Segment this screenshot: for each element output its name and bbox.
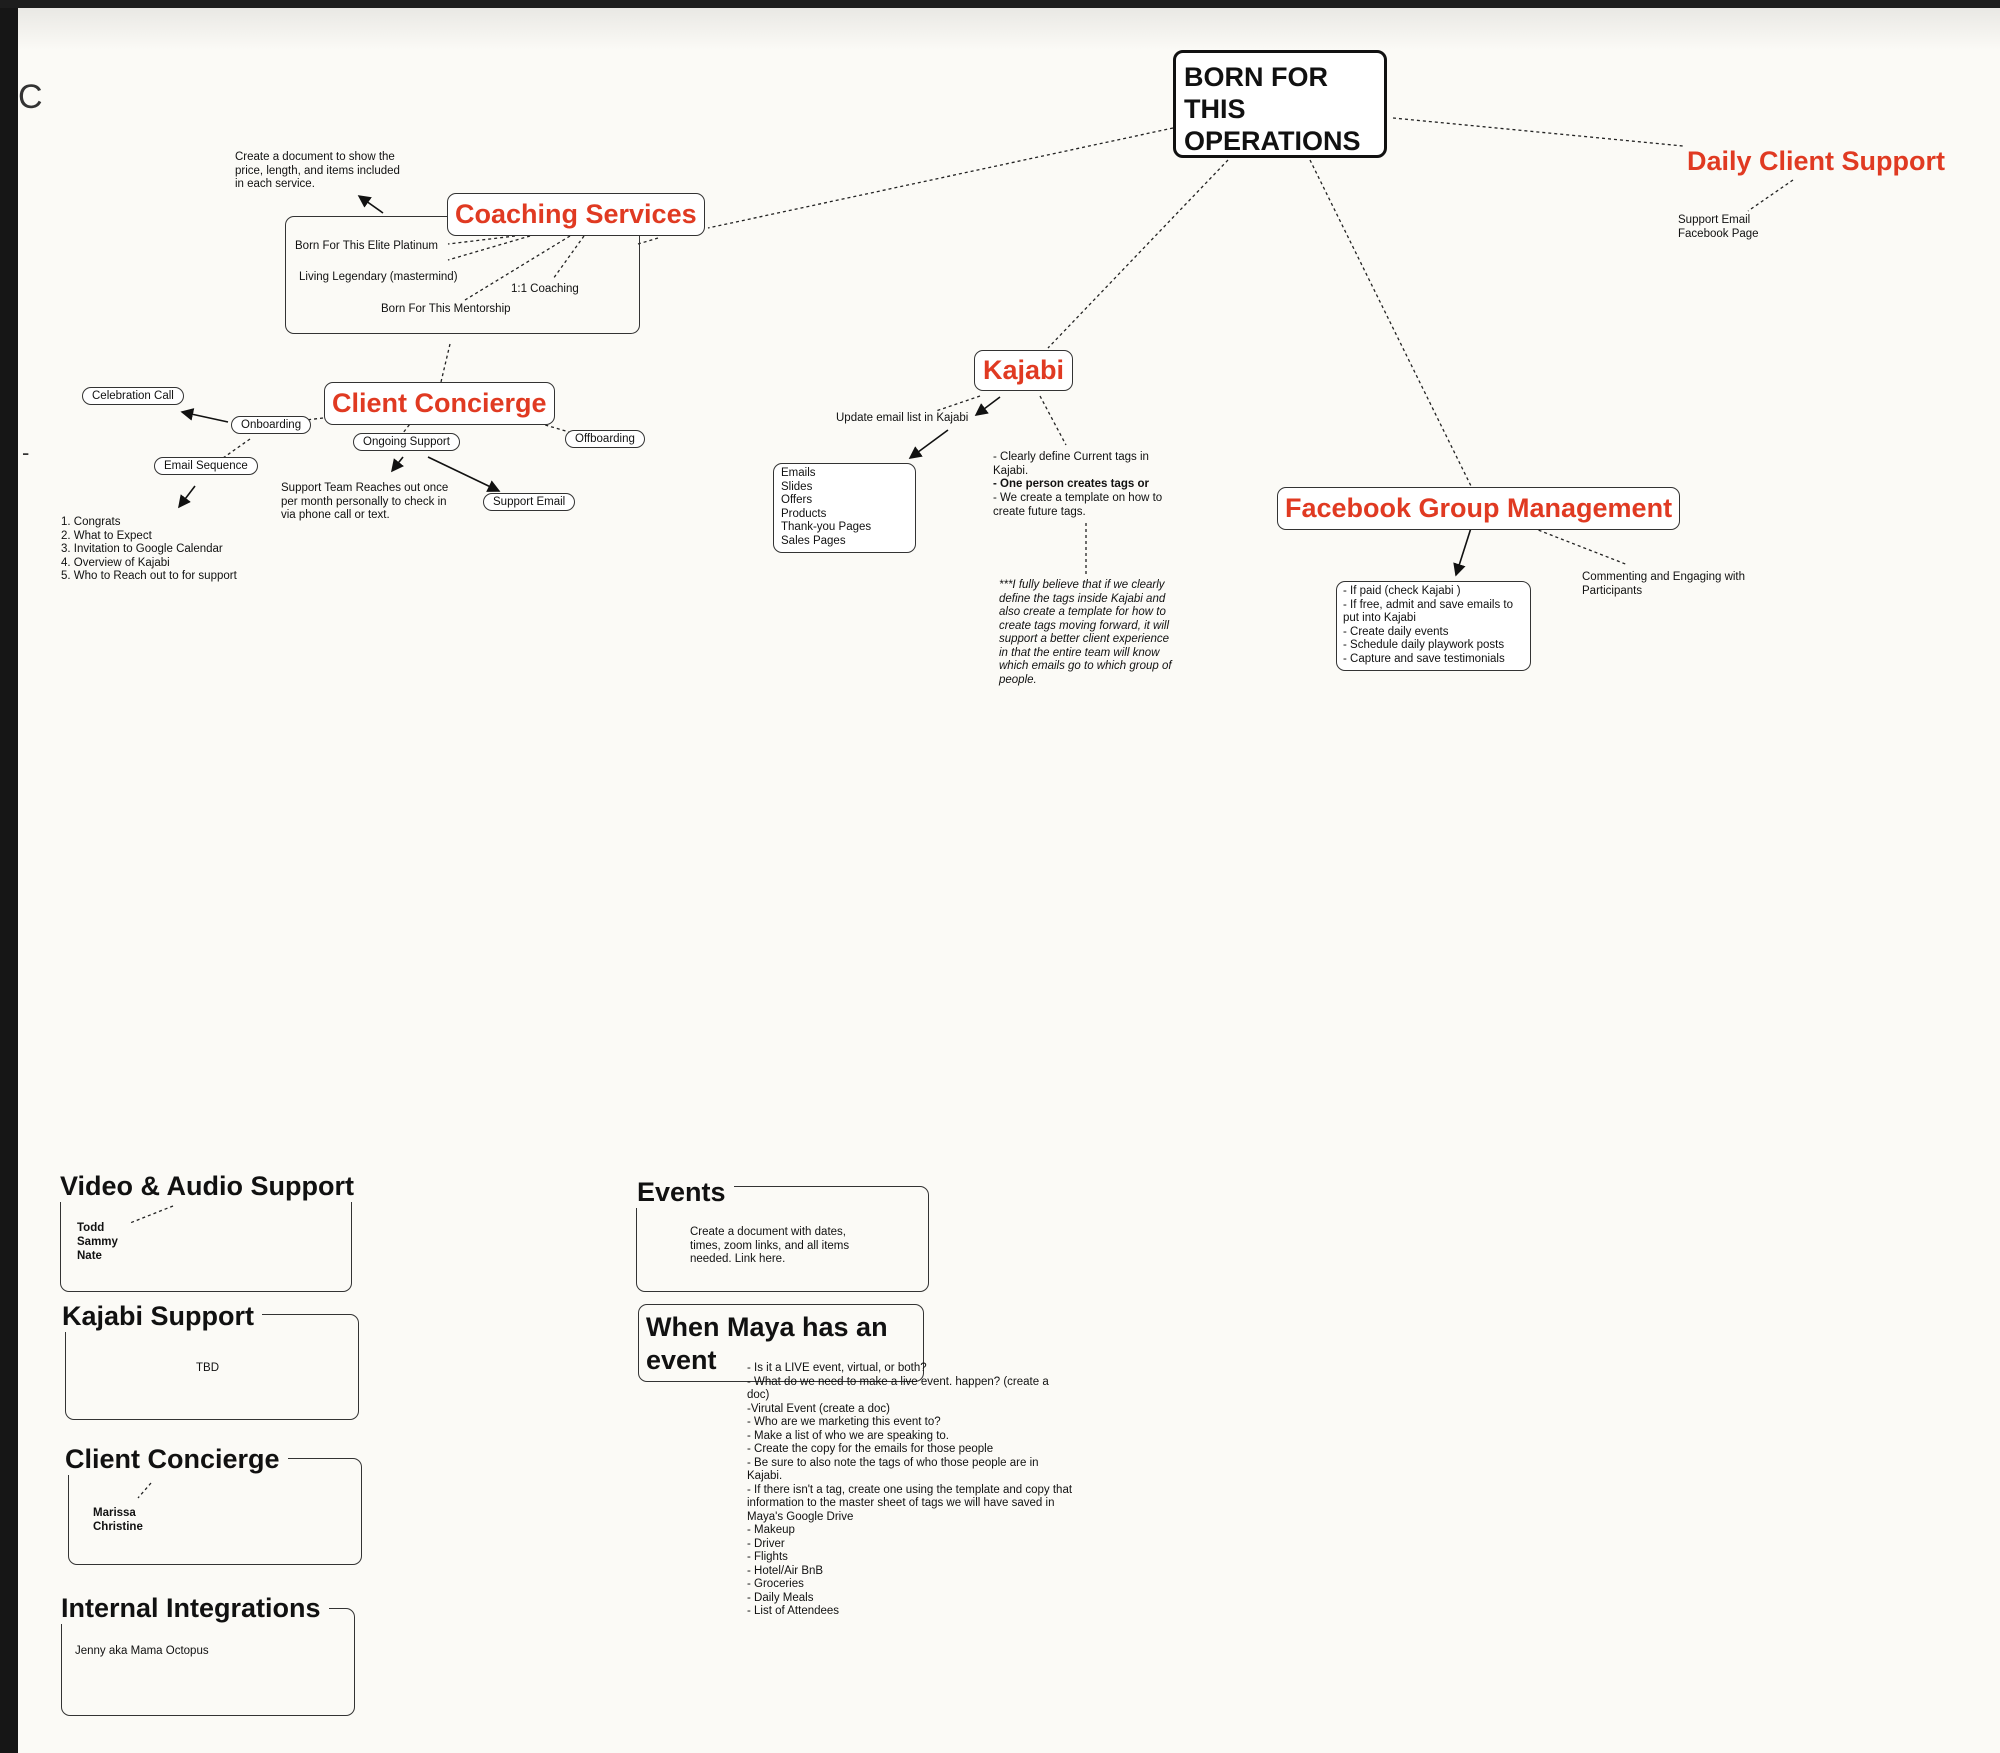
link-video-names	[129, 1205, 174, 1224]
facebook-group-management-node[interactable]: Facebook Group Management	[1277, 487, 1681, 530]
daily-client-support-items: Support Email Facebook Page	[1678, 214, 1759, 240]
client-concierge-node[interactable]: Client Concierge	[324, 382, 555, 425]
kajabi-tags-line2: - One person creates tags or	[993, 478, 1149, 490]
kajabi-update-note: Update email list in Kajabi	[836, 412, 969, 424]
main-node-title: BORN FOR THIS OPERATIONS	[1184, 62, 1361, 156]
offboarding-pill[interactable]: Offboarding	[565, 430, 645, 448]
coaching-services-note: Create a document to show the price, len…	[235, 151, 400, 190]
link-main-facebook	[1309, 159, 1472, 487]
arrow-coaching-note	[357, 195, 384, 214]
celebration-call-pill[interactable]: Celebration Call	[82, 387, 184, 405]
email-sequence-pill[interactable]: Email Sequence	[154, 457, 258, 475]
facebook-list-box	[1336, 581, 1531, 671]
internal-integrations-title: Internal Integrations	[59, 1593, 329, 1624]
link-coaching-item2	[447, 235, 531, 261]
arrow-update-list	[908, 429, 949, 459]
client-concierge-team-names: Marissa Christine	[93, 1507, 143, 1533]
link-coaching-item4	[552, 235, 585, 280]
coaching-item-one-on-one: 1:1 Coaching	[511, 283, 579, 295]
video-audio-support-title: Video & Audio Support	[58, 1171, 362, 1202]
left-edge-fragment-icon: -	[22, 440, 30, 465]
arrow-ongoing-email	[427, 456, 501, 492]
maya-event-title: When Maya has an event	[646, 1311, 888, 1377]
arrow-onboarding-celebration	[180, 408, 229, 423]
maya-event-list: - Is it a LIVE event, virtual, or both? …	[747, 1362, 1073, 1617]
email-sequence-list: 1. Congrats 2. What to Expect 3. Invitat…	[61, 516, 237, 582]
arrow-ongoing-note	[391, 456, 404, 473]
daily-client-support-title[interactable]: Daily Client Support	[1687, 146, 1946, 176]
kajabi-support-value: TBD	[196, 1362, 219, 1374]
facebook-commenting-note: Commenting and Engaging with Participant…	[1582, 571, 1746, 597]
window-top-bar	[0, 0, 2000, 8]
link-kajabi-tags	[1039, 395, 1067, 446]
facebook-list: - If paid (check Kajabi ) - If free, adm…	[1343, 585, 1514, 665]
link-daily-items	[1747, 179, 1794, 212]
support-team-note: Support Team Reaches out once per month …	[281, 482, 449, 521]
coaching-item-elite-platinum: Born For This Elite Platinum	[295, 240, 438, 252]
internal-integrations-box	[61, 1608, 355, 1716]
connector-lines	[129, 117, 1794, 1499]
arrow-kajabi-update	[974, 396, 1001, 416]
canvas-top-shadow	[18, 8, 2000, 50]
ongoing-support-pill[interactable]: Ongoing Support	[353, 433, 460, 451]
coaching-services-node[interactable]: Coaching Services	[447, 193, 705, 236]
link-facebook-commenting	[1532, 527, 1629, 566]
link-kajabi-update	[935, 395, 981, 412]
link-coaching-item3	[464, 235, 571, 301]
link-main-daily	[1392, 117, 1684, 147]
video-audio-support-names: Todd Sammy Nate	[77, 1222, 118, 1262]
left-edge-fragment-icon: C	[18, 78, 43, 116]
arrow-facebook-list	[1453, 527, 1472, 577]
client-concierge-team-title: Client Concierge	[63, 1444, 288, 1475]
arrow-emailseq-list	[178, 485, 196, 509]
kajabi-tags-line1: - Clearly define Current tags in Kajabi.	[993, 451, 1149, 477]
main-node[interactable]: BORN FOR THIS OPERATIONS	[1173, 50, 1387, 158]
link-onboarding-emailseq	[222, 438, 251, 459]
link-coaching-item1	[447, 235, 516, 245]
kajabi-list-box	[773, 463, 916, 553]
link-main-kajabi	[1047, 159, 1229, 349]
coaching-item-living-legendary: Living Legendary (mastermind)	[299, 271, 458, 283]
kajabi-support-title: Kajabi Support	[60, 1301, 263, 1332]
mind-map-canvas[interactable]: C -	[18, 8, 2000, 1753]
kajabi-list: Emails Slides Offers Products Thank-you …	[781, 467, 872, 547]
maya-event-title-box	[638, 1304, 924, 1382]
kajabi-node[interactable]: Kajabi	[974, 350, 1074, 391]
link-coaching-box	[637, 237, 659, 245]
internal-integrations-value: Jenny aka Mama Octopus	[75, 1645, 209, 1657]
kajabi-tags-line3: - We create a template on how to create …	[993, 492, 1163, 518]
coaching-item-mentorship: Born For This Mentorship	[381, 303, 511, 315]
link-coaching-concierge	[440, 343, 451, 383]
events-box	[636, 1186, 929, 1292]
onboarding-pill[interactable]: Onboarding	[231, 416, 312, 434]
kajabi-belief-note: ***I fully believe that if we clearly de…	[999, 579, 1172, 686]
events-note: Create a document with dates, times, zoo…	[690, 1226, 850, 1265]
support-email-pill[interactable]: Support Email	[483, 493, 576, 511]
link-main-coaching	[707, 127, 1174, 229]
events-title: Events	[635, 1177, 734, 1208]
